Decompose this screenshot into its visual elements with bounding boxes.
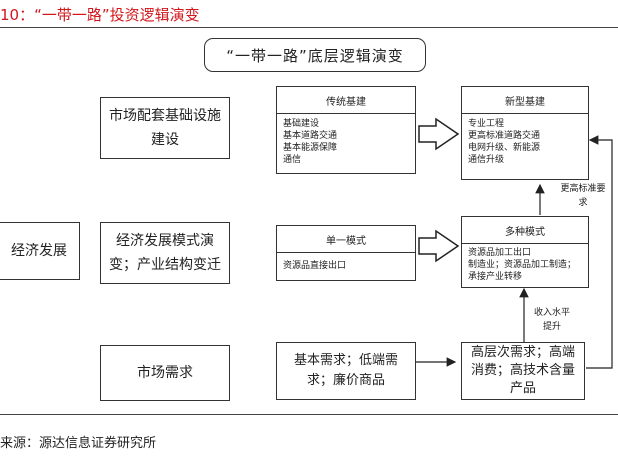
figure-title: 10：“一带一路”投资逻辑演变 <box>0 6 200 24</box>
basic-demand-text: 基本需求；低端需求；廉价商品 <box>293 353 398 388</box>
high-demand-text: 高层次需求；高端消费；高技术含量产品 <box>470 345 575 396</box>
single-mode-header: 单一模式 <box>277 226 415 253</box>
traditional-header: 传统基建 <box>277 87 415 114</box>
category-mode: 经济发展模式演变；产业结构变迁 <box>109 233 221 273</box>
arrow-loop <box>586 135 613 369</box>
single-mode-box: 单一模式 资源品直接出口 <box>276 225 416 281</box>
arrow-mode <box>418 229 460 263</box>
main-title: “一带一路”底层逻辑演变 <box>226 46 404 65</box>
traditional-item: 通信 <box>283 155 302 165</box>
new-infra-item: 电网升级、新能源 <box>468 143 541 153</box>
new-infra-box: 新型基建 专业工程 更高标准道路交通 电网升级、新能源 通信升级 <box>461 86 589 180</box>
left-label-box: 经济发展 <box>0 222 80 280</box>
new-infra-item: 更高标准道路交通 <box>468 131 541 141</box>
multi-mode-item: 制造业；资源品加工制造；承接产业转移 <box>468 260 577 282</box>
new-infra-item: 通信升级 <box>468 155 505 165</box>
traditional-infra-box: 传统基建 基础建设 基本道路交通 基本能源保障 通信 <box>276 86 416 174</box>
category-mode-box: 经济发展模式演变；产业结构变迁 <box>100 222 230 284</box>
income-up-label: 收入水平提升 <box>533 308 570 332</box>
category-demand: 市场需求 <box>137 365 193 381</box>
new-infra-item: 专业工程 <box>468 119 505 129</box>
category-infra: 市场配套基础设施建设 <box>109 108 221 148</box>
higher-standard-label: 更高标准要求 <box>560 184 606 208</box>
category-infra-box: 市场配套基础设施建设 <box>100 97 230 159</box>
new-infra-header: 新型基建 <box>462 87 588 114</box>
basic-demand-box: 基本需求；低端需求；廉价商品 <box>276 342 416 400</box>
traditional-item: 基本道路交通 <box>283 131 338 141</box>
bottom-divider <box>0 414 618 415</box>
traditional-item: 基本能源保障 <box>283 143 338 153</box>
top-divider <box>0 27 618 28</box>
high-demand-box: 高层次需求；高端消费；高技术含量产品 <box>461 342 585 400</box>
arrow-infra <box>418 117 460 151</box>
multi-mode-item: 资源品加工出口 <box>468 248 532 258</box>
left-label: 经济发展 <box>11 243 67 259</box>
multi-mode-box: 多种模式 资源品加工出口 制造业；资源品加工制造；承接产业转移 <box>461 216 589 288</box>
single-mode-text: 资源品直接出口 <box>283 261 347 271</box>
source-note: 来源：源达信息证券研究所 <box>0 436 157 451</box>
main-title-box: “一带一路”底层逻辑演变 <box>204 38 426 72</box>
multi-mode-header: 多种模式 <box>462 217 588 244</box>
traditional-item: 基础建设 <box>283 119 320 129</box>
category-demand-box: 市场需求 <box>100 345 230 401</box>
